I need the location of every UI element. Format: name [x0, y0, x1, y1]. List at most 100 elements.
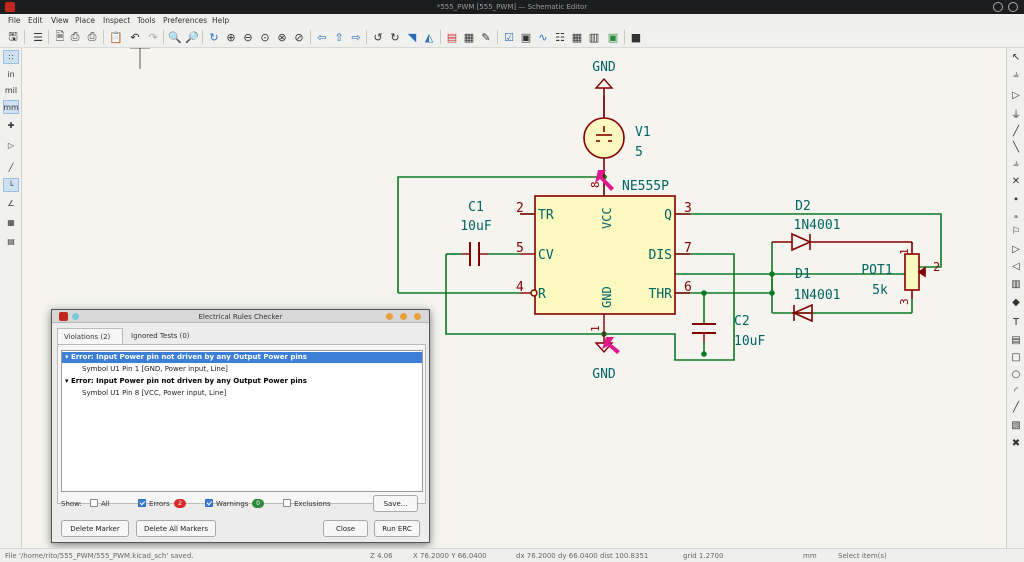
delete-tool-icon[interactable]: ✖: [1011, 437, 1021, 449]
add-bus-icon[interactable]: ╲: [1012, 141, 1020, 153]
undo-icon[interactable]: ↶: [130, 30, 140, 44]
maximize-button[interactable]: [1008, 2, 1018, 12]
add-label-icon[interactable]: ₐ: [1014, 209, 1018, 221]
warnings-checkbox[interactable]: [205, 499, 213, 507]
print-icon[interactable]: ⎙: [70, 30, 80, 43]
dialog-pin-icon[interactable]: [72, 313, 79, 320]
run-erc-button[interactable]: Run ERC: [374, 520, 420, 537]
menu-view[interactable]: View: [51, 15, 69, 25]
update-pcb-icon[interactable]: ▣: [607, 30, 619, 44]
save-icon[interactable]: 🖫: [8, 29, 18, 43]
symbol-editor-icon[interactable]: ▤: [446, 30, 458, 44]
no-connect-icon[interactable]: ✕: [1011, 175, 1021, 187]
add-image-icon[interactable]: ▧: [1011, 419, 1021, 431]
scripting-console-icon[interactable]: ■: [630, 30, 642, 44]
schematic-setup-icon[interactable]: ☰: [33, 30, 43, 44]
grid-toggle-icon[interactable]: ∷: [3, 50, 19, 64]
page-settings-icon[interactable]: 🗎: [55, 29, 65, 43]
all-checkbox[interactable]: [90, 499, 98, 507]
dialog-close-button[interactable]: [414, 313, 421, 320]
hidden-pins-icon[interactable]: ▷: [7, 140, 15, 150]
add-text-icon[interactable]: T: [1012, 316, 1020, 328]
d1-value: 1N4001: [794, 288, 841, 303]
menu-help[interactable]: Help: [212, 15, 230, 25]
rotate-ccw-icon[interactable]: ↺: [373, 30, 383, 44]
find-icon[interactable]: 🔍: [168, 30, 182, 44]
navigate-up-icon[interactable]: ⇧: [334, 30, 344, 44]
zoom-objects-icon[interactable]: ⊗: [277, 30, 287, 44]
units-mils-button[interactable]: mil: [4, 85, 18, 95]
tab-violations[interactable]: Violations (2): [57, 328, 123, 344]
add-arc-icon[interactable]: ◜: [1014, 385, 1018, 397]
mirror-horizontal-icon[interactable]: ◭: [424, 30, 434, 44]
hierarchy-navigator-icon[interactable]: ▦: [7, 217, 15, 227]
select-tool-icon[interactable]: ↖: [1011, 51, 1021, 63]
units-inches-button[interactable]: in: [7, 69, 15, 79]
zoom-in-icon[interactable]: ⊕: [226, 30, 236, 44]
violation-2-detail[interactable]: Symbol U1 Pin 8 [VCC, Power input, Line]: [82, 389, 227, 397]
add-symbol-icon[interactable]: ▷: [1012, 89, 1020, 101]
violations-list[interactable]: ▾ Error: Input Power pin not driven by a…: [61, 350, 423, 492]
properties-panel-icon[interactable]: ▤: [7, 236, 15, 246]
bom-icon[interactable]: ▦: [571, 30, 583, 44]
delete-all-markers-button[interactable]: Delete All Markers: [136, 520, 216, 537]
netlist-icon[interactable]: ☷: [555, 30, 565, 44]
navigate-back-icon[interactable]: ⇦: [317, 30, 327, 44]
violation-1-detail[interactable]: Symbol U1 Pin 1 [GND, Power input, Line]: [82, 365, 228, 373]
find-replace-icon[interactable]: 🔎: [185, 30, 199, 44]
errors-checkbox[interactable]: [138, 499, 146, 507]
footprint-assign-icon[interactable]: ▥: [588, 30, 600, 44]
global-label-icon[interactable]: ▷: [1012, 243, 1020, 255]
save-button[interactable]: Save...: [373, 495, 418, 512]
cursor-style-icon[interactable]: ✚: [7, 120, 15, 130]
line-mode-45-icon[interactable]: ∠: [7, 198, 15, 208]
zoom-out-icon[interactable]: ⊖: [243, 30, 253, 44]
mirror-vertical-icon[interactable]: ◥: [407, 30, 417, 44]
dialog-minimize-button[interactable]: [386, 313, 393, 320]
minimize-button[interactable]: [993, 2, 1003, 12]
add-circle-icon[interactable]: ○: [1011, 368, 1021, 380]
dialog-maximize-button[interactable]: [400, 313, 407, 320]
zoom-fit-icon[interactable]: ⊙: [260, 30, 270, 44]
text-box-icon[interactable]: ▤: [1011, 334, 1021, 346]
line-mode-90-icon[interactable]: └: [3, 178, 19, 192]
symbol-fields-icon[interactable]: ▣: [520, 30, 532, 44]
bus-entry-icon[interactable]: ⫨: [1013, 157, 1019, 169]
sheet-pin-icon[interactable]: ◆: [1012, 296, 1020, 308]
symbol-browser-icon[interactable]: ▦: [463, 30, 475, 44]
add-line-icon[interactable]: ╱: [1012, 401, 1020, 413]
annotate-icon[interactable]: ✎: [481, 30, 491, 44]
menu-inspect[interactable]: Inspect: [103, 15, 131, 25]
right-toolbar: ↖ ⫨ ▷ ⏚ ╱ ╲ ⫨ ✕ ∙ ₐ ⚐ ▷ ◁ ▥ ◆ T ▤ □ ○ ◜ …: [1006, 48, 1024, 548]
rotate-cw-icon[interactable]: ↻: [390, 30, 400, 44]
violation-row[interactable]: ▾ Error: Input Power pin not driven by a…: [65, 377, 307, 385]
plot-icon[interactable]: ⎙: [87, 30, 97, 43]
erc-icon[interactable]: ☑: [504, 30, 514, 44]
add-power-icon[interactable]: ⏚: [1011, 109, 1021, 121]
close-button[interactable]: Close: [323, 520, 368, 537]
hier-label-icon[interactable]: ◁: [1012, 260, 1020, 272]
menu-file[interactable]: File: [8, 15, 21, 25]
line-mode-free-icon[interactable]: ╱: [8, 162, 14, 172]
paste-icon[interactable]: 📋: [109, 30, 123, 44]
zoom-selection-icon[interactable]: ⊘: [294, 30, 304, 44]
exclusions-checkbox[interactable]: [283, 499, 291, 507]
menu-edit[interactable]: Edit: [28, 15, 43, 25]
delete-marker-button[interactable]: Delete Marker: [61, 520, 129, 537]
hier-sheet-icon[interactable]: ▥: [1011, 278, 1021, 290]
navigate-forward-icon[interactable]: ⇨: [351, 30, 361, 44]
add-junction-icon[interactable]: ∙: [1012, 193, 1020, 205]
net-class-icon[interactable]: ⚐: [1011, 225, 1021, 237]
menu-preferences[interactable]: Preferences: [163, 15, 208, 25]
redo-icon[interactable]: ↷: [148, 30, 158, 44]
highlight-net-icon[interactable]: ⫨: [1013, 68, 1019, 80]
units-mm-button[interactable]: mm: [3, 100, 19, 114]
add-wire-icon[interactable]: ╱: [1012, 125, 1020, 137]
simulator-icon[interactable]: ∿: [538, 30, 548, 44]
tab-ignored-tests[interactable]: Ignored Tests (0): [131, 332, 190, 340]
refresh-icon[interactable]: ↻: [209, 30, 219, 44]
violation-row[interactable]: ▾ Error: Input Power pin not driven by a…: [62, 352, 422, 363]
menu-place[interactable]: Place: [75, 15, 95, 25]
menu-tools[interactable]: Tools: [137, 15, 156, 25]
add-rectangle-icon[interactable]: □: [1011, 351, 1021, 363]
